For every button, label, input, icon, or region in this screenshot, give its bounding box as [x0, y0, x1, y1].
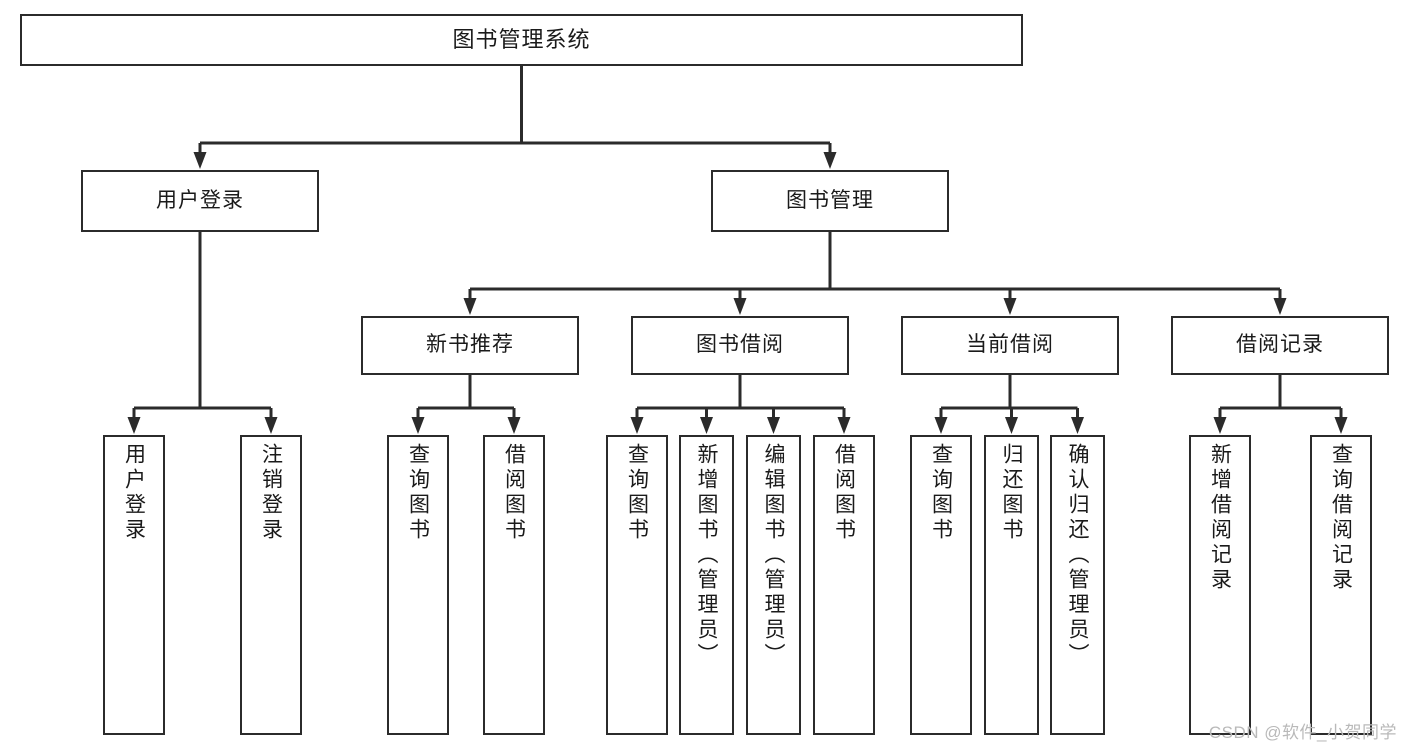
node-label: 图书借阅: [696, 333, 784, 357]
node-bookmgmt[interactable]: 图书管理: [711, 170, 949, 232]
node-newbook[interactable]: 新书推荐: [361, 316, 579, 375]
node-label: 查询图书: [406, 443, 430, 543]
arrowhead-current: [1003, 298, 1017, 315]
node-label: 新增图书（管理员）: [695, 443, 718, 668]
arrowhead-leaf-bk-add: [700, 417, 713, 434]
node-borrow[interactable]: 图书借阅: [631, 316, 849, 375]
node-label: 当前借阅: [966, 333, 1054, 357]
node-leaf-cb-query[interactable]: 查询图书: [910, 435, 972, 735]
node-leaf-rec-query[interactable]: 查询借阅记录: [1310, 435, 1372, 735]
arrowhead-leaf-bk-edit: [767, 417, 780, 434]
node-label: 用户登录: [122, 443, 146, 543]
node-leaf-rec-add[interactable]: 新增借阅记录: [1189, 435, 1251, 735]
node-leaf-user-logout[interactable]: 注销登录: [240, 435, 302, 735]
node-leaf-bk-add[interactable]: 新增图书（管理员）: [679, 435, 734, 735]
node-login[interactable]: 用户登录: [81, 170, 319, 232]
node-label: 查询图书: [929, 443, 953, 543]
arrowhead-leaf-rec-add: [1213, 417, 1227, 434]
arrowhead-bookmgmt: [823, 152, 837, 169]
node-leaf-nb-borrow[interactable]: 借阅图书: [483, 435, 545, 735]
node-label: 归还图书: [1000, 443, 1023, 543]
node-root[interactable]: 图书管理系统: [20, 14, 1023, 66]
node-label: 借阅图书: [832, 443, 856, 543]
node-current[interactable]: 当前借阅: [901, 316, 1119, 375]
node-leaf-nb-query[interactable]: 查询图书: [387, 435, 449, 735]
node-label: 图书管理: [786, 188, 874, 212]
node-label: 新增借阅记录: [1208, 443, 1232, 593]
arrowhead-leaf-cb-return: [1005, 417, 1018, 434]
arrowhead-leaf-cb-confirm: [1071, 417, 1084, 434]
node-label: 借阅记录: [1236, 333, 1324, 357]
node-label: 借阅图书: [502, 443, 526, 543]
node-label: 编辑图书（管理员）: [762, 443, 785, 668]
node-leaf-cb-return[interactable]: 归还图书: [984, 435, 1039, 735]
node-label: 图书管理系统: [452, 27, 591, 53]
arrowhead-leaf-cb-query: [934, 417, 948, 434]
arrowhead-leaf-user-login: [127, 417, 141, 434]
arrowhead-leaf-nb-query: [411, 417, 425, 434]
node-label: 注销登录: [259, 443, 283, 543]
node-label: 查询图书: [625, 443, 649, 543]
node-leaf-bk-borrow[interactable]: 借阅图书: [813, 435, 875, 735]
node-leaf-bk-edit[interactable]: 编辑图书（管理员）: [746, 435, 801, 735]
node-leaf-bk-query[interactable]: 查询图书: [606, 435, 668, 735]
node-label: 用户登录: [156, 188, 244, 212]
node-leaf-user-login[interactable]: 用户登录: [103, 435, 165, 735]
node-records[interactable]: 借阅记录: [1171, 316, 1389, 375]
arrowhead-records: [1273, 298, 1287, 315]
arrowhead-leaf-bk-query: [630, 417, 644, 434]
arrowhead-newbook: [463, 298, 477, 315]
arrowhead-leaf-bk-borrow: [837, 417, 851, 434]
node-label: 确认归还（管理员）: [1066, 443, 1089, 668]
arrowhead-borrow: [733, 298, 747, 315]
arrowhead-leaf-user-logout: [264, 417, 278, 434]
arrowhead-login: [193, 152, 207, 169]
arrowhead-leaf-rec-query: [1334, 417, 1348, 434]
node-label: 查询借阅记录: [1329, 443, 1353, 593]
arrowhead-leaf-nb-borrow: [507, 417, 521, 434]
node-leaf-cb-confirm[interactable]: 确认归还（管理员）: [1050, 435, 1105, 735]
node-label: 新书推荐: [426, 333, 514, 357]
watermark: CSDN @软件_小贺同学: [1208, 723, 1397, 742]
